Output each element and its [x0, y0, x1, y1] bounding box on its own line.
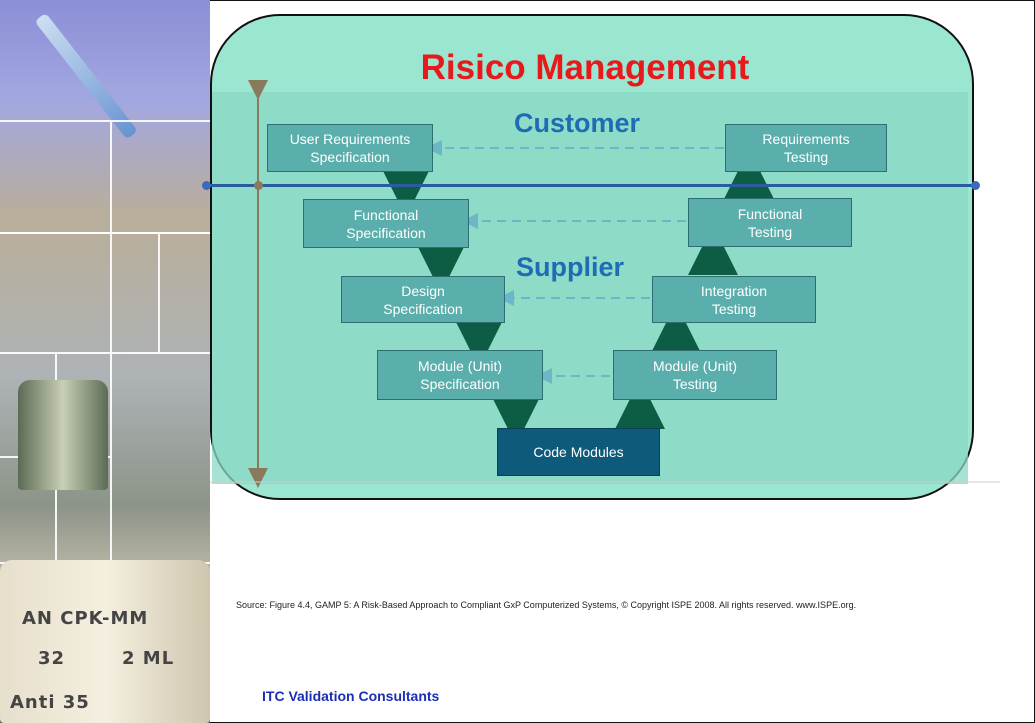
- box-code-modules: Code Modules: [497, 428, 660, 476]
- slide-title: Risico Management: [420, 48, 750, 87]
- decorative-photo-strip: AN CPK-MM 32 2 ML Anti 35: [0, 0, 210, 723]
- box-functional-testing: Functional Testing: [688, 198, 852, 247]
- vial-illustration: [0, 560, 210, 723]
- vial-label: AN CPK-MM: [22, 608, 149, 629]
- vial-label: 32: [38, 648, 66, 669]
- box-requirements-testing: Requirements Testing: [725, 124, 887, 172]
- customer-supplier-divider: [206, 184, 976, 187]
- divider-endpoint: [202, 181, 211, 190]
- source-citation: Source: Figure 4.4, GAMP 5: A Risk-Based…: [236, 600, 857, 610]
- box-design-spec: Design Specification: [341, 276, 505, 323]
- footer-company: ITC Validation Consultants: [262, 688, 440, 704]
- vial-label: Anti 35: [10, 692, 90, 713]
- box-functional-spec: Functional Specification: [303, 199, 469, 248]
- vial-label: 2 ML: [122, 648, 175, 669]
- box-integration-testing: Integration Testing: [652, 276, 816, 323]
- vial-illustration: [18, 380, 108, 490]
- box-module-unit-testing: Module (Unit) Testing: [613, 350, 777, 400]
- divider-endpoint: [254, 181, 263, 190]
- box-module-unit-spec: Module (Unit) Specification: [377, 350, 543, 400]
- divider-endpoint: [971, 181, 980, 190]
- zone-label-supplier: Supplier: [516, 252, 625, 282]
- box-user-requirements-spec: User Requirements Specification: [267, 124, 433, 172]
- zone-label-customer: Customer: [514, 108, 641, 138]
